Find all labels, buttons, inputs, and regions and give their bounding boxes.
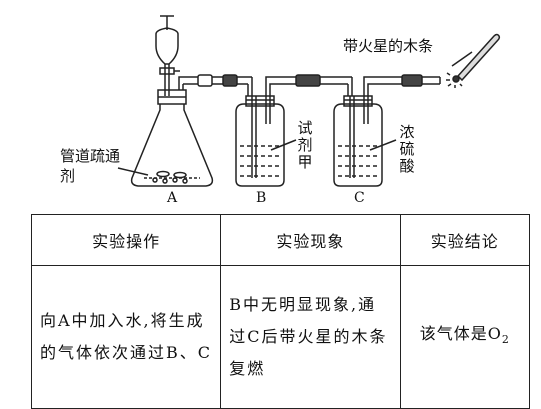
flask-a bbox=[130, 76, 214, 187]
pipe-label-pointer bbox=[117, 167, 149, 176]
separatory-funnel bbox=[155, 15, 180, 96]
conclusion-subscript: 2 bbox=[501, 333, 510, 347]
apparatus-drawing bbox=[117, 15, 501, 187]
sulfuric-acid-label: 浓硫酸 bbox=[399, 123, 415, 175]
table-row: 向A中加入水,将生成的气体依次通过B、C B中无明显现象,通过C后带火星的木条复… bbox=[30, 265, 530, 409]
table-header-row: 实验操作 实验现象 实验结论 bbox=[30, 214, 530, 266]
pipe-cleaner-label: 管道疏通剂 bbox=[60, 147, 121, 185]
cell-operation: 向A中加入水,将生成的气体依次通过B、C bbox=[30, 265, 222, 409]
bottle-b bbox=[235, 76, 302, 187]
cell-conclusion: 该气体是O2 bbox=[399, 265, 530, 409]
flask-a-letter: A bbox=[167, 190, 178, 206]
cell-phenomenon: B中无明显现象,通过C后带火星的木条复燃 bbox=[220, 265, 401, 409]
acid-label-pointer bbox=[369, 139, 397, 151]
splint-label: 带火星的木条 bbox=[343, 37, 434, 55]
conclusion-text: 该气体是O bbox=[419, 323, 502, 343]
tube-b-c bbox=[295, 74, 353, 96]
header-operation: 实验操作 bbox=[30, 214, 222, 266]
bottle-b-letter: B bbox=[256, 190, 267, 206]
bottle-c bbox=[333, 74, 440, 187]
reagent-label: 试剂甲 bbox=[297, 119, 313, 171]
header-phenomenon: 实验现象 bbox=[220, 214, 401, 266]
tube-a-b bbox=[197, 74, 253, 96]
glowing-splint bbox=[439, 33, 501, 88]
header-conclusion: 实验结论 bbox=[399, 214, 530, 266]
reagent-label-pointer bbox=[270, 139, 297, 151]
bottle-c-letter: C bbox=[354, 190, 365, 206]
apparatus-diagram: 带火星的木条 管道疏通剂 试剂甲 浓硫酸 A B C bbox=[60, 15, 501, 206]
results-table: 实验操作 实验现象 实验结论 向A中加入水,将生成的气体依次通过B、C B中无明… bbox=[30, 214, 530, 409]
